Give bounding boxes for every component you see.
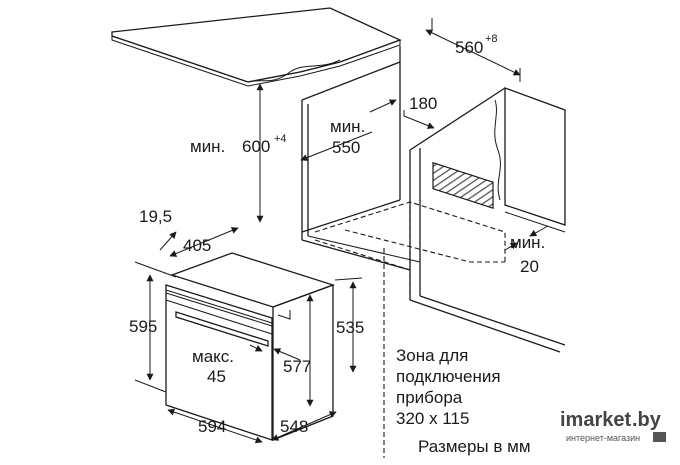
label-gap-line2: 20 — [520, 257, 539, 276]
dimension-lines — [134, 18, 549, 444]
watermark-tagline: интернет-магазин — [566, 433, 640, 443]
label-oven-depth-body: 405 — [183, 236, 211, 255]
label-min-depth-line2: 550 — [332, 138, 360, 157]
label-oven-depth-total: 548 — [280, 417, 308, 436]
connection-zone-hatch — [432, 161, 494, 209]
note-line2: подключения — [396, 367, 501, 386]
label-handle-line1: макс. — [192, 347, 234, 366]
label-handle-line2: 45 — [207, 367, 226, 386]
note-line3: прибора — [396, 388, 463, 407]
dimension-labels: 560 +8 мин. 600 +4 мин. 550 180 мин. 20 … — [129, 33, 545, 436]
label-depth-top-tol: +8 — [485, 33, 498, 45]
label-oven-height-niche: 577 — [283, 357, 311, 376]
units-note: Размеры в мм — [418, 437, 531, 456]
watermark-logo: imarket .by интернет-магазин — [560, 409, 666, 443]
watermark-brand-a: imarket — [560, 409, 631, 431]
installation-cabinet — [301, 46, 421, 271]
label-gap-line1: мин. — [510, 233, 545, 252]
side-cabinet — [409, 87, 566, 353]
note-line4: 320 x 115 — [396, 409, 469, 428]
label-min-height-tol: +4 — [274, 133, 287, 145]
cart-icon — [653, 432, 666, 442]
label-oven-height-total: 595 — [129, 317, 157, 336]
label-oven-height-body: 535 — [336, 318, 364, 337]
watermark-brand-b: .by — [632, 409, 662, 431]
label-min-height-prefix: мин. — [190, 137, 225, 156]
note-line1: Зона для — [396, 346, 468, 365]
label-min-height: 600 — [242, 137, 270, 156]
connection-note: Зона для подключения прибора 320 x 115 Р… — [396, 346, 531, 456]
label-panel-thickness: 19,5 — [139, 207, 172, 226]
label-min-depth-line1: мин. — [330, 117, 365, 136]
countertop — [111, 7, 402, 87]
oven-handle — [175, 311, 269, 347]
label-oven-width: 594 — [198, 417, 226, 436]
niche-outline — [314, 201, 506, 458]
label-depth-top: 560 — [455, 38, 483, 57]
label-vent-width: 180 — [409, 94, 437, 113]
